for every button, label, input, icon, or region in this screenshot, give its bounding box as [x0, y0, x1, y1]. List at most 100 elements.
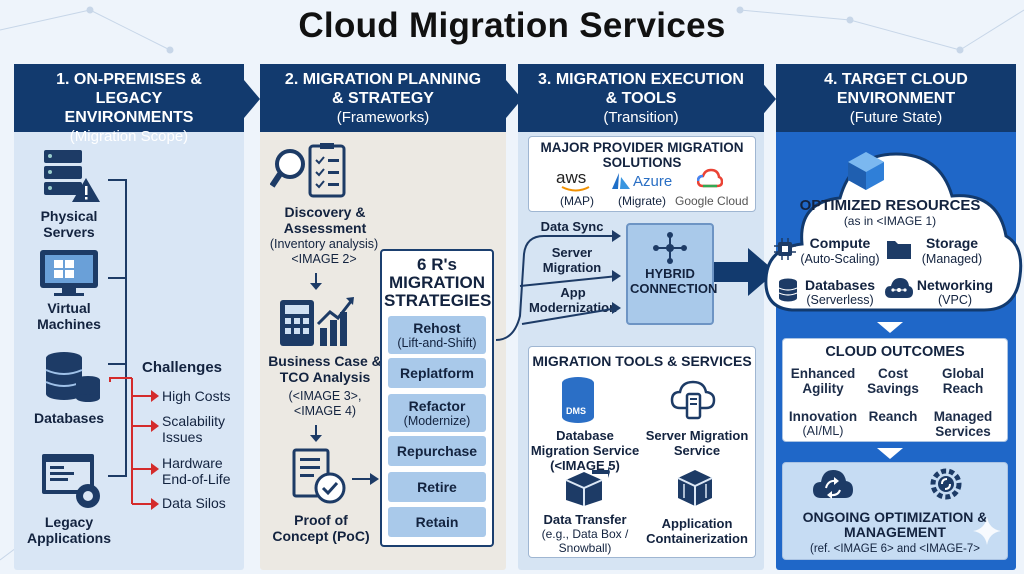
- ongoing-optimization-subtitle: (ref. <IMAGE 6> and <IMAGE-7>: [809, 543, 981, 555]
- column-header-title: 3. MIGRATION EXECUTION & TOOLS: [538, 71, 744, 107]
- cloud-shape: [764, 152, 1023, 312]
- proof-of-concept-icon: [292, 448, 346, 504]
- ongoing-optimization-title: ONGOING OPTIMIZATION & MANAGEMENT: [802, 509, 988, 540]
- aws-smile-icon: [561, 186, 590, 192]
- big-right-arrow-icon: [714, 248, 776, 296]
- poc-title: Proof of Concept (PoC): [272, 512, 370, 544]
- discovery-title: Discovery & Assessment: [283, 204, 367, 236]
- ongoing-optimization-panel: [782, 462, 1008, 560]
- red-arrow-icon: [132, 463, 159, 475]
- strategy-name: Replatform: [400, 365, 474, 381]
- strategy-refactor: Refactor (Modernize): [388, 394, 486, 432]
- outcome-item: Cost Savings: [867, 366, 919, 396]
- chevron-arrow-icon: [244, 80, 260, 118]
- hybrid-connection-box: [626, 223, 714, 325]
- column-header-1: 1. ON-PREMISES & LEGACY ENVIRONMENTS (Mi…: [14, 64, 244, 145]
- challenges-title: Challenges: [142, 359, 223, 376]
- tool-data-transfer: Data Transfer: [543, 512, 627, 527]
- database-small-icon: [778, 278, 798, 302]
- down-triangle-icon: [877, 322, 903, 333]
- resource-networking-description: (VPC): [937, 293, 973, 307]
- discovery-magnifier-icon: [270, 143, 346, 198]
- azure-resource-cube-icon: [848, 152, 884, 190]
- tools-title: MIGRATION TOOLS & SERVICES: [532, 353, 752, 369]
- strategy-name: Retain: [415, 514, 459, 530]
- gear-optimize-icon: [930, 468, 962, 500]
- column-header-title: 2. MIGRATION PLANNING & STRATEGY: [284, 71, 482, 107]
- discovery-description: (Inventory analysis) <IMAGE 2>: [269, 237, 379, 266]
- resource-compute: Compute: [809, 235, 871, 251]
- legacy-application-icon: [42, 454, 100, 508]
- strategy-rehost: Rehost (Lift-and-Shift): [388, 316, 486, 354]
- challenge-item: High Costs: [162, 388, 231, 404]
- database-icon: [45, 352, 100, 402]
- dms-database-icon: [562, 377, 594, 423]
- networking-cloud-icon: [885, 278, 913, 298]
- outcome-item: Reanch: [868, 409, 918, 424]
- cloud-outcomes-panel: [782, 338, 1008, 442]
- outcome-description: (AI/ML): [802, 424, 844, 438]
- data-transfer-box-icon: [565, 466, 610, 506]
- strategy-replatform: Replatform: [388, 358, 486, 388]
- column-header-2: 2. MIGRATION PLANNING & STRATEGY (Framew…: [260, 64, 506, 132]
- column-header-subtitle: (Migration Scope): [69, 128, 189, 145]
- cpu-chip-icon: [774, 238, 796, 260]
- azure-logo-icon: [612, 173, 630, 189]
- strategy-repurchase: Repurchase: [388, 436, 486, 466]
- outcome-item: Enhanced Agility: [790, 366, 856, 396]
- challenge-connector: [109, 377, 133, 504]
- server-cloud-icon: [670, 380, 716, 420]
- down-arrow-icon: [310, 425, 322, 442]
- red-arrow-icon: [132, 498, 159, 510]
- resource-storage-description: (Managed): [921, 252, 983, 266]
- outcome-item: Innovation (AI/ML): [786, 409, 860, 439]
- legacy-applications-label: Legacy Applications: [26, 514, 111, 546]
- resource-networking: Networking: [916, 277, 994, 293]
- strategy-name: Refactor: [408, 398, 466, 414]
- down-triangle-icon: [877, 448, 903, 459]
- azure-logo-text: Azure: [633, 173, 673, 190]
- tool-server-migration: Server Migration Service: [645, 428, 749, 458]
- azure-program: (Migrate): [618, 194, 667, 208]
- resource-databases: Databases: [804, 277, 876, 293]
- outcome-name: Innovation: [788, 409, 858, 424]
- flow-connector-lines: [495, 230, 621, 341]
- sparkle-icon: [973, 517, 1001, 545]
- column-header-subtitle: (Transition): [603, 109, 679, 126]
- optimized-resources-title: OPTIMIZED RESOURCES: [799, 197, 981, 214]
- folder-icon: [887, 241, 911, 259]
- strategies-title: 6 R's MIGRATION STRATEGIES: [384, 255, 492, 310]
- challenge-item: Hardware End-of-Life: [162, 455, 231, 487]
- challenge-item: Data Silos: [162, 495, 226, 511]
- strategy-name: Repurchase: [396, 443, 478, 459]
- tool-data-transfer-description: (e.g., Data Box / Snowball): [541, 527, 629, 555]
- outcome-item: Managed Services: [933, 409, 993, 439]
- container-icon: [677, 470, 713, 506]
- google-cloud-text: Google Cloud: [675, 194, 749, 208]
- column-header-title: 4. TARGET CLOUD ENVIRONMENT: [824, 71, 968, 107]
- business-case-description: (<IMAGE 3>, <IMAGE 4): [288, 389, 362, 418]
- strategy-retain: Retain: [388, 507, 486, 537]
- chevron-arrow-icon: [760, 80, 776, 118]
- cloud-sync-icon: [813, 470, 853, 499]
- outcome-item: Global Reach: [941, 366, 984, 396]
- flow-data-sync: Data Sync: [540, 219, 604, 234]
- strategy-name: Rehost: [413, 320, 461, 336]
- tool-containerization: Application Containerization: [646, 516, 748, 546]
- column-header-subtitle: (Future State): [849, 109, 943, 126]
- column-header-title: 1. ON-PREMISES & LEGACY ENVIRONMENTS: [56, 71, 202, 126]
- tool-database-migration: Database Migration Service (<IMAGE 5): [530, 428, 640, 473]
- network-hub-icon: [653, 232, 687, 264]
- strategy-description: (Modernize): [403, 414, 471, 428]
- challenge-item: Scalability Issues: [162, 413, 226, 445]
- down-arrow-icon: [310, 273, 322, 290]
- red-arrow-icon: [132, 390, 159, 402]
- aws-logo: aws: [556, 168, 587, 187]
- strategy-retire: Retire: [388, 472, 486, 502]
- hybrid-connection-label: HYBRID CONNECTION: [630, 266, 718, 296]
- red-arrow-icon: [132, 420, 159, 432]
- strategy-description: (Lift-and-Shift): [397, 336, 477, 350]
- resource-compute-description: (Auto-Scaling): [800, 252, 880, 266]
- column-header-3: 3. MIGRATION EXECUTION & TOOLS (Transiti…: [518, 64, 764, 132]
- dms-badge: DMS: [566, 406, 586, 416]
